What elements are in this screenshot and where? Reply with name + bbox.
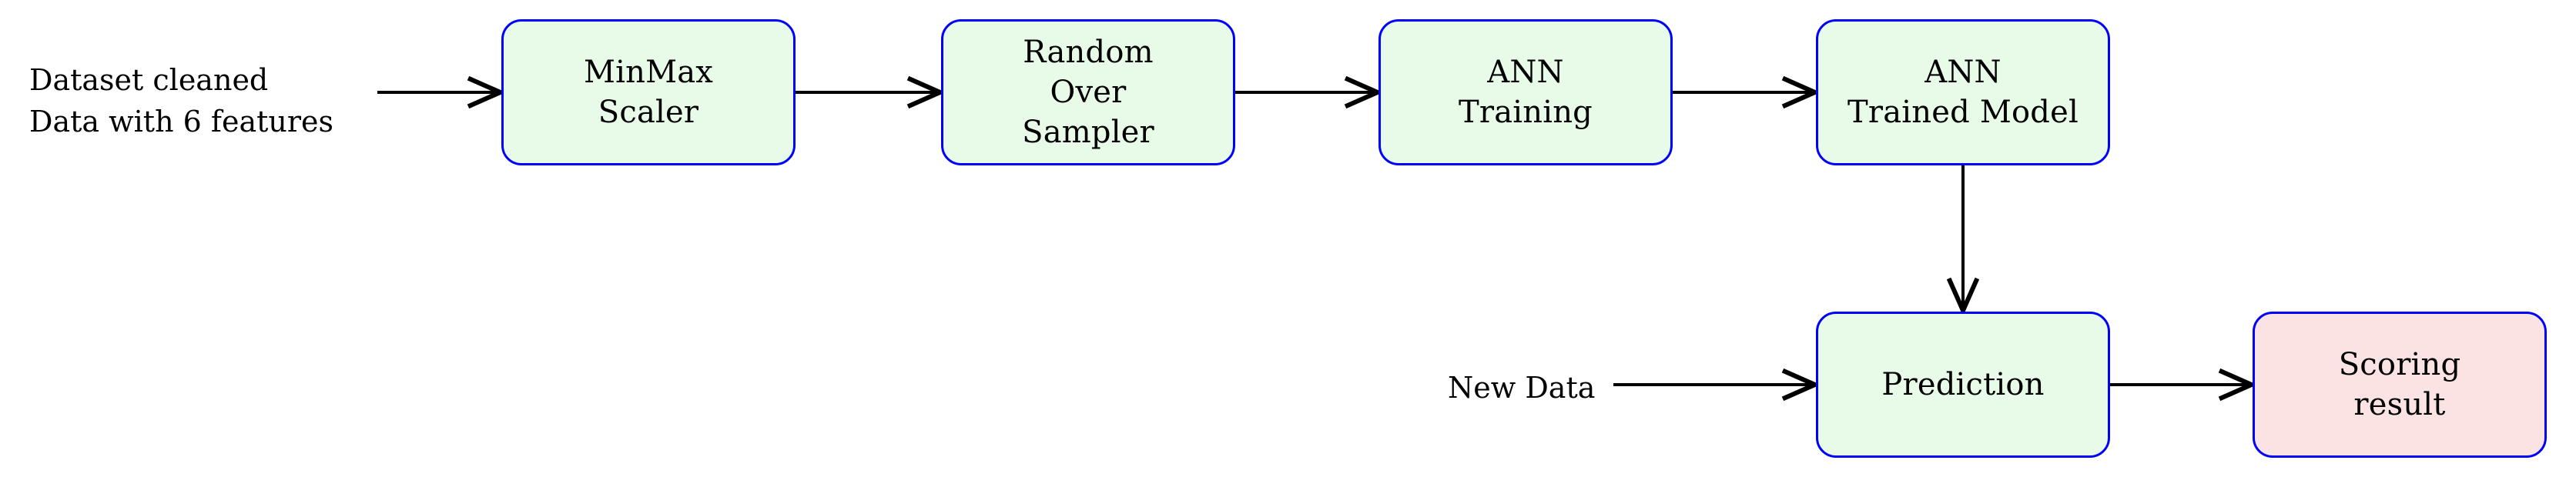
node-scoring-result-line-2: result [2353, 387, 2446, 422]
new-data-text: New Data [1448, 371, 1596, 405]
node-ann-training-line-2: Training [1459, 95, 1593, 130]
new-data-label: New Data [1448, 368, 1595, 409]
input-dataset-line1: Dataset cleaned [29, 63, 269, 97]
node-ann-training[interactable]: ANN Training [1378, 19, 1673, 165]
node-random-over-sampler[interactable]: Random Over Sampler [941, 19, 1235, 165]
node-random-over-sampler-line-3: Sampler [1022, 115, 1154, 150]
node-ann-training-line-1: ANN [1487, 55, 1564, 90]
node-prediction[interactable]: Prediction [1816, 312, 2110, 458]
node-random-over-sampler-line-2: Over [1050, 75, 1127, 110]
node-ann-trained-model-line-2: Trained Model [1847, 95, 2079, 130]
node-scoring-result[interactable]: Scoring result [2253, 312, 2547, 458]
input-dataset-line2: Data with 6 features [29, 104, 333, 138]
node-ann-trained-model-line-1: ANN [1924, 55, 2002, 90]
node-random-over-sampler-line-1: Random [1023, 35, 1154, 70]
node-minmax-scaler-line-1: MinMax [583, 55, 714, 90]
node-minmax-scaler[interactable]: MinMax Scaler [501, 19, 796, 165]
node-prediction-line-1: Prediction [1881, 367, 2045, 402]
node-scoring-result-line-1: Scoring [2338, 347, 2461, 382]
input-dataset-label: Dataset cleaned Data with 6 features [29, 60, 333, 143]
node-minmax-scaler-line-2: Scaler [598, 95, 699, 130]
node-ann-trained-model[interactable]: ANN Trained Model [1816, 19, 2110, 165]
